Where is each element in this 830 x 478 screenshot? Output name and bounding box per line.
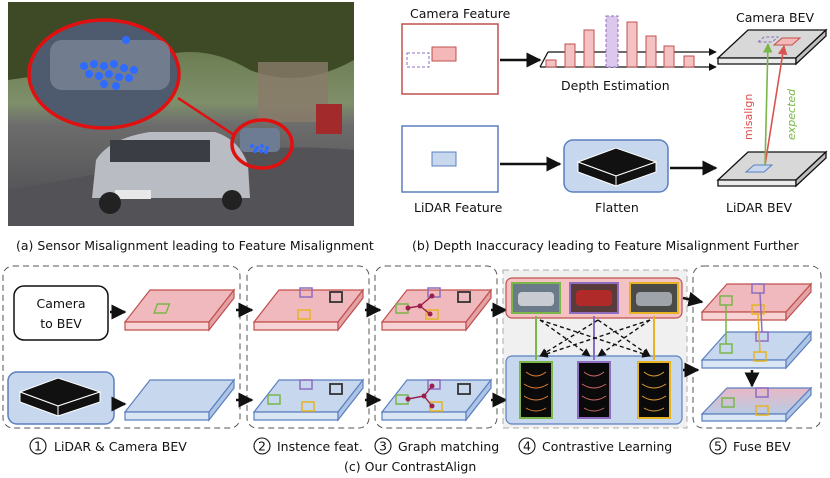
step-3: 3 Graph matching — [374, 437, 499, 455]
caption-c: (c) Our ContrastAlign — [344, 459, 476, 474]
svg-text:3: 3 — [379, 439, 387, 454]
depth-estimation-bars — [539, 15, 717, 71]
camera-bev-plane-s3 — [380, 287, 493, 332]
camera-bev-label: Camera BEV — [736, 10, 815, 25]
expected-arrow — [762, 43, 773, 166]
camera-feature-label: Camera Feature — [410, 6, 511, 21]
flatten-block-icon — [576, 147, 658, 187]
camera-bev-plane — [716, 28, 828, 66]
flatten-label: Flatten — [595, 200, 639, 215]
svg-text:2: 2 — [258, 439, 266, 454]
svg-text:Graph matching: Graph matching — [398, 439, 499, 454]
svg-text:5: 5 — [714, 439, 722, 454]
lidar-block-icon — [18, 377, 102, 417]
svg-text:LiDAR & Camera BEV: LiDAR & Camera BEV — [54, 439, 187, 454]
camera-bev-plane-s2 — [153, 287, 365, 332]
caption-a: (a) Sensor Misalignment leading to Featu… — [16, 238, 374, 253]
camera-feature-dashed — [406, 52, 430, 68]
car-silhouette — [92, 132, 250, 214]
stage-1-frame — [2, 265, 241, 429]
svg-text:Instence feat.: Instence feat. — [277, 439, 363, 454]
camera-to-bev-box — [13, 285, 109, 341]
lidar-feature-label: LiDAR Feature — [414, 200, 503, 215]
lidar-bev-plane — [716, 150, 828, 188]
expected-label: expected — [785, 88, 798, 140]
svg-text:1: 1 — [34, 439, 42, 454]
lidar-points-zoom — [80, 36, 138, 90]
lidar-points-small — [250, 144, 269, 154]
lidar-bev-plane-s2 — [252, 378, 365, 422]
depth-estimation-label: Depth Estimation — [561, 78, 670, 93]
svg-text:Fuse BEV: Fuse BEV — [733, 439, 791, 454]
misalign-label: misalign — [742, 94, 755, 140]
camera-to-bev-line1: Camera — [36, 296, 85, 311]
lidar-bev-plane-s1 — [123, 378, 236, 422]
contrastive-links — [535, 316, 655, 360]
step-2: 2 Instence feat. — [253, 437, 363, 455]
caption-b: (b) Depth Inaccuracy leading to Feature … — [412, 238, 799, 253]
lidar-instance-thumbs — [519, 361, 671, 419]
camera-instance-thumbs — [511, 282, 679, 314]
lidar-bev-plane-s3 — [380, 378, 493, 422]
fused-bev-plane — [700, 386, 813, 423]
camera-feature-object — [431, 46, 457, 62]
target-ellipse — [230, 118, 294, 170]
step-1: 1 LiDAR & Camera BEV — [29, 437, 187, 455]
step-5: 5 Fuse BEV — [709, 437, 791, 455]
camera-bev-plane-s1 — [123, 288, 236, 332]
lidar-bev-label: LiDAR BEV — [726, 200, 793, 215]
fuse-camera-plane — [700, 282, 813, 322]
svg-text:4: 4 — [523, 439, 531, 454]
misalign-arrow — [764, 45, 788, 166]
stage-2-frame — [246, 265, 370, 429]
sensor-photo — [8, 2, 354, 226]
svg-text:Contrastive Learning: Contrastive Learning — [542, 439, 672, 454]
step-4: 4 Contrastive Learning — [518, 437, 672, 455]
stage-3-frame — [374, 265, 498, 429]
stage-5-frame — [692, 265, 822, 429]
lidar-feature-object — [431, 151, 457, 167]
camera-to-bev-line2: to BEV — [40, 316, 82, 331]
fuse-lidar-plane — [700, 292, 813, 370]
